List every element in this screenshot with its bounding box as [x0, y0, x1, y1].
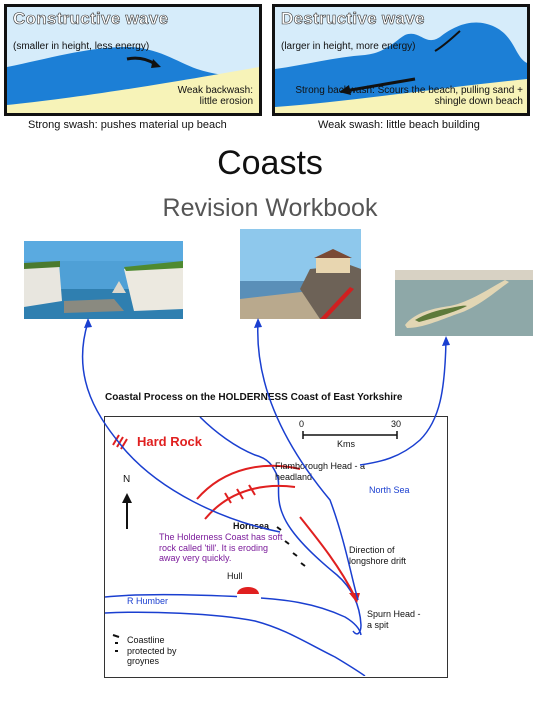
page-title: Coasts [217, 144, 323, 182]
constructive-wave-diagram: Constructive wave (smaller in height, le… [4, 4, 262, 116]
scale-unit: Kms [337, 439, 355, 449]
hull-label: Hull [227, 571, 243, 581]
destructive-swash: Weak swash: little beach building [318, 119, 480, 131]
north-label: N [123, 474, 131, 485]
page-subtitle: Revision Workbook [162, 194, 378, 222]
humber-label: R Humber [127, 596, 169, 606]
spurn-label: Spurn Head - a spit [367, 609, 421, 630]
constructive-wave-illustration [7, 47, 259, 113]
constructive-subtitle: (smaller in height, less energy) [13, 41, 150, 52]
constructive-backwash: Weak backwash: little erosion [177, 85, 253, 107]
hornsea-label: Hornsea [233, 521, 270, 531]
destructive-subtitle: (larger in height, more energy) [281, 41, 416, 52]
longshore-label: Direction of longshore drift [349, 545, 407, 566]
destructive-title: Destructive wave [281, 9, 425, 29]
groyne-legend-label: Coastline protected by groynes [127, 635, 177, 666]
hard-rock-label: Hard Rock [137, 434, 203, 449]
destructive-backwash: Strong backwash: Scours the beach, pulli… [295, 85, 523, 107]
photo-flamborough-cliffs [24, 241, 183, 319]
scale-start: 0 [299, 419, 305, 429]
longshore-drift-arrowhead [349, 593, 360, 603]
destructive-wave-illustration [275, 22, 527, 113]
holderness-map: Hard Rock 0 30 Kms N Flamborough Head - … [104, 416, 448, 678]
flamborough-label: Flamborough Head - a headland [275, 461, 366, 482]
hard-rock-legend-icon [112, 434, 128, 450]
photo-hornsea-seafront [240, 229, 361, 319]
groyne-icon [112, 634, 120, 652]
coastline [199, 417, 362, 635]
constructive-swash: Strong swash: pushes material up beach [28, 119, 227, 131]
north-sea-label: North Sea [369, 485, 410, 495]
hard-rock-arc-2 [204, 484, 296, 520]
holderness-note: The Holderness Coast has soft rock calle… [159, 532, 283, 563]
map-heading: Coastal Process on the HOLDERNESS Coast … [105, 392, 403, 403]
photo-spurn-head [395, 270, 533, 336]
constructive-title: Constructive wave [13, 9, 169, 29]
scale-end: 30 [391, 419, 402, 429]
destructive-wave-diagram: Destructive wave (larger in height, more… [272, 4, 530, 116]
hard-rock-ticks [224, 484, 256, 504]
humber-south-bank [105, 611, 366, 676]
